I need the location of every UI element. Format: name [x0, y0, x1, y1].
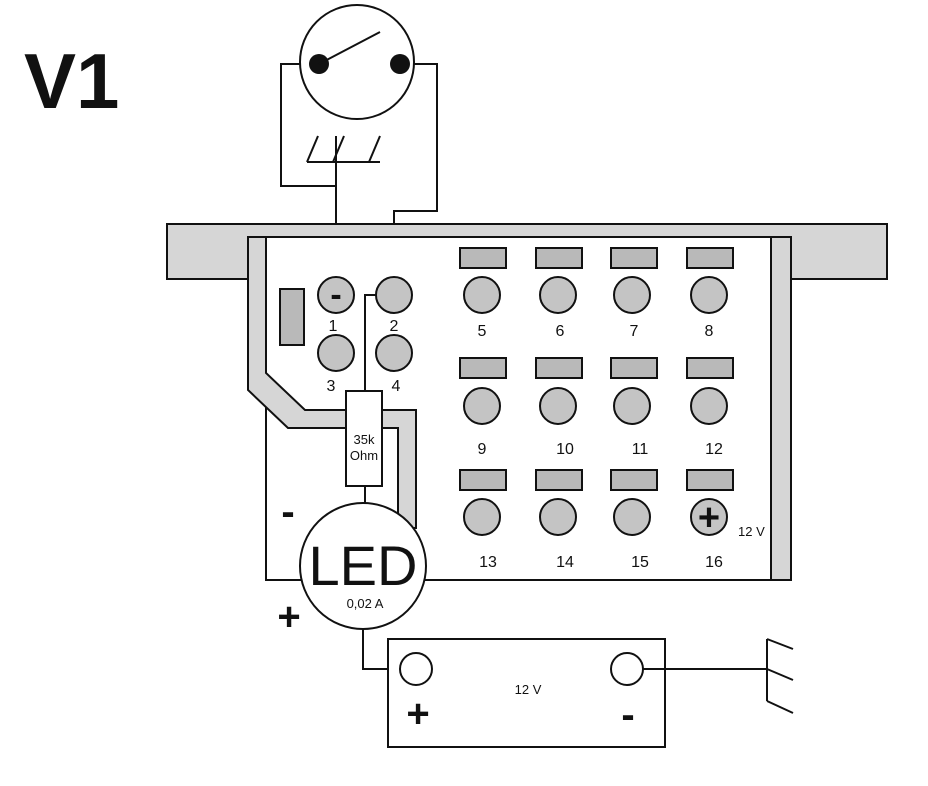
terminal-pin-label: 11	[632, 441, 649, 458]
fuse-block	[279, 288, 305, 346]
module-left-bracket	[247, 236, 417, 529]
battery-minus-sign: -	[621, 693, 634, 737]
pin1-minus-symbol: -	[330, 276, 341, 314]
pin16-plus-symbol: +	[698, 497, 720, 539]
battery-plus-sign: +	[406, 692, 429, 736]
terminal-pin-label: 10	[556, 441, 574, 458]
battery	[387, 638, 666, 748]
led-current: 0,02 A	[347, 596, 384, 611]
led-minus-sign: -	[281, 490, 294, 534]
battery-plus-terminal	[399, 652, 433, 686]
terminal-pin-15	[613, 498, 651, 536]
terminal-pin-14	[539, 498, 577, 536]
resistor-value: 35k	[354, 432, 375, 447]
pin-slot	[459, 247, 507, 269]
terminal-pin-2	[375, 276, 413, 314]
wire-switch-left	[280, 63, 337, 290]
diagram-title: V1	[24, 37, 119, 125]
terminal-pin-label: 5	[478, 323, 487, 340]
terminal-pin-label: 15	[631, 554, 649, 571]
terminal-pin-5	[463, 276, 501, 314]
terminal-pin-label: 14	[556, 554, 574, 571]
terminal-pin-label: 3	[327, 378, 336, 395]
pin-slot	[535, 469, 583, 491]
pin-slot	[610, 247, 658, 269]
pin-slot	[686, 247, 734, 269]
battery-minus-terminal	[610, 652, 644, 686]
terminal-pin-1	[317, 276, 355, 314]
pin-slot	[459, 469, 507, 491]
terminal-pin-8	[690, 276, 728, 314]
terminal-pin-label: 16	[705, 554, 723, 571]
terminal-pin-label: 7	[630, 323, 639, 340]
terminal-pin-3	[317, 334, 355, 372]
pin-slot	[610, 469, 658, 491]
resistor-unit: Ohm	[350, 448, 378, 463]
terminal-pin-label: 2	[390, 318, 399, 335]
terminal-pin-11	[613, 387, 651, 425]
switch-symbol	[299, 4, 415, 163]
terminal-pin-label: 12	[705, 441, 723, 458]
resistor	[345, 390, 383, 487]
led-label: LED	[309, 534, 418, 597]
pin-slot	[459, 357, 507, 379]
terminal-pin-label: 4	[392, 378, 401, 395]
terminal-pin-label: 6	[556, 323, 565, 340]
pin16-voltage: 12 V	[738, 524, 765, 539]
terminal-pin-10	[539, 387, 577, 425]
terminal-pin-label: 1	[329, 318, 338, 335]
terminal-pin-9	[463, 387, 501, 425]
pin-slot	[535, 247, 583, 269]
pin-slot	[686, 357, 734, 379]
terminal-pin-label: 9	[478, 441, 487, 458]
pin-slot	[535, 357, 583, 379]
pin-slot	[686, 469, 734, 491]
terminal-pin-16	[690, 498, 728, 536]
terminal-pin-13	[463, 498, 501, 536]
ground-symbol	[766, 638, 794, 714]
terminal-pin-7	[613, 276, 651, 314]
terminal-pin-label: 13	[479, 554, 497, 571]
terminal-pin-4	[375, 334, 413, 372]
terminal-pin-12	[690, 387, 728, 425]
terminal-pin-6	[539, 276, 577, 314]
pin-slot	[610, 357, 658, 379]
wire-pin2-resistor	[364, 294, 377, 391]
module-right-strip	[770, 236, 792, 581]
terminal-pin-label: 8	[705, 323, 714, 340]
led-plus-sign: +	[277, 595, 300, 639]
battery-voltage: 12 V	[515, 682, 542, 697]
pin-slots	[459, 247, 734, 491]
